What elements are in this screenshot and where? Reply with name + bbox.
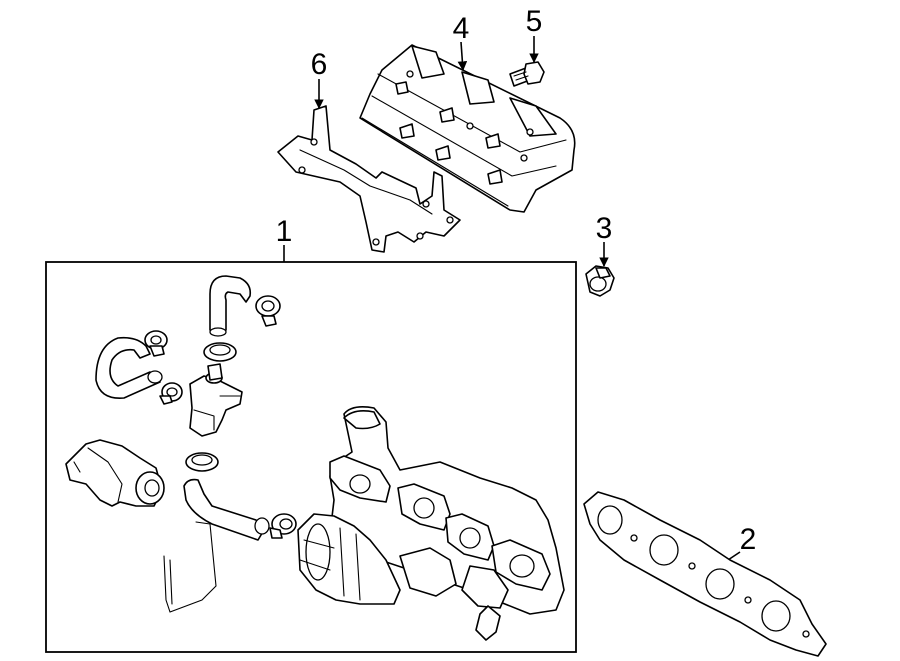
gasket-part-2 [583,491,827,657]
nut-part-3 [585,265,615,297]
lower-coolant-hose [183,478,270,541]
callout-5: 5 [526,5,543,38]
turbocharger [297,406,565,641]
leader-4 [457,41,468,71]
clamp-ring [203,342,237,362]
hose-clamp-right [269,513,297,539]
upper-coolant-hose [209,275,252,337]
diverter-valve [65,439,165,507]
hose-clamp-mid [185,452,219,472]
bracket-part-6 [277,105,461,253]
callout-2: 2 [740,523,757,556]
boost-solenoid-valve [189,363,243,437]
callout-3: 3 [596,212,613,245]
wire-clip [163,521,217,613]
hose-clamp-small [159,382,183,405]
turbo-assembly-box [45,261,577,653]
callout-6: 6 [311,48,328,81]
callout-1: 1 [276,215,293,248]
left-coolant-hose [95,336,163,399]
bolt-part-5 [509,61,545,87]
heat-shield-part-4 [359,44,576,213]
callout-4: 4 [453,12,470,45]
hose-clamp-top [255,295,281,327]
hose-clamp-left [144,330,168,357]
